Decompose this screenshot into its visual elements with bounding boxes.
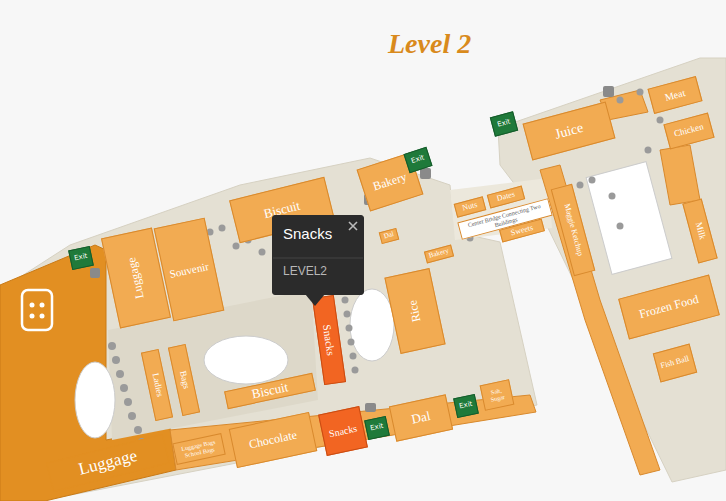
section-label: Milk	[693, 221, 707, 240]
section-label: Salt, Sugar	[484, 386, 510, 404]
section-label: Exit	[74, 253, 89, 263]
section-label: Frozen Food	[638, 293, 700, 322]
label-group: Dates	[496, 190, 516, 203]
section-label: Juice	[553, 120, 585, 142]
section-label: Chicken	[673, 122, 705, 139]
label-group: Bags	[177, 370, 190, 390]
section-label: Exit	[370, 423, 385, 433]
label-group: Exit	[411, 154, 426, 165]
label-group: Exit	[370, 423, 385, 433]
tooltip-divider	[273, 258, 363, 259]
label-group: Snacks	[321, 324, 337, 357]
label-group: Exit	[497, 119, 512, 130]
map-title: Level 2	[388, 28, 471, 60]
section-label: Luggage Bags School Bags	[176, 438, 222, 460]
section-label: Dates	[496, 190, 516, 203]
label-group: Fish Ball	[658, 355, 691, 372]
label-group: SnacksLEVEL2	[283, 226, 332, 278]
label-group: Bakery	[371, 170, 408, 193]
label-group: Nuts	[462, 201, 479, 213]
section-label: Fish Ball	[658, 355, 691, 372]
section-label: Souvenir	[168, 259, 209, 279]
label-group: Frozen Food	[638, 293, 700, 322]
label-group: Exit	[74, 253, 89, 263]
label-group: Chicken	[673, 122, 705, 139]
label-group: Souvenir	[168, 259, 209, 279]
label-group: Luggage	[125, 256, 147, 300]
section-label: Chocolate	[248, 428, 298, 451]
shop-section: Snacks	[318, 406, 368, 456]
section-label: Ladies	[150, 372, 165, 398]
section-label: Bags	[177, 370, 190, 390]
section-label: Exit	[497, 119, 512, 130]
tooltip-box: SnacksLEVEL2	[272, 215, 364, 295]
label-group: Exit	[459, 401, 474, 411]
label-group: Ladies	[150, 372, 165, 398]
tooltip-title: Snacks	[283, 226, 332, 243]
section-label: Meat	[664, 87, 687, 103]
close-icon	[349, 222, 357, 230]
label-group: Dal	[410, 409, 431, 427]
label-group: Salt, Sugar	[484, 386, 510, 404]
section-label: Exit	[459, 401, 474, 411]
section-label: Luggage	[125, 256, 147, 300]
tooltip-level: LEVEL2	[283, 265, 332, 278]
label-group: Snacks	[328, 423, 358, 440]
section-label: Rice	[406, 299, 423, 323]
section-label: Nuts	[462, 201, 479, 213]
section-label: Snacks	[321, 324, 337, 357]
label-group: Luggage Bags School Bags	[176, 438, 222, 460]
tooltip-decor	[273, 216, 473, 416]
label-group: Milk	[693, 221, 707, 240]
label-group: Dal	[383, 231, 395, 241]
label-group: Chocolate	[248, 428, 298, 451]
label-group: Juice	[553, 120, 585, 142]
section-label: Bakery	[371, 170, 408, 193]
section-label: Snacks	[328, 423, 358, 440]
tooltip-pointer	[305, 294, 325, 306]
label-group: Meat	[664, 87, 687, 103]
label-group: Rice	[406, 299, 423, 323]
section-label: Dal	[410, 409, 431, 427]
section-label: Exit	[411, 154, 426, 165]
section-label: Dal	[383, 231, 395, 241]
